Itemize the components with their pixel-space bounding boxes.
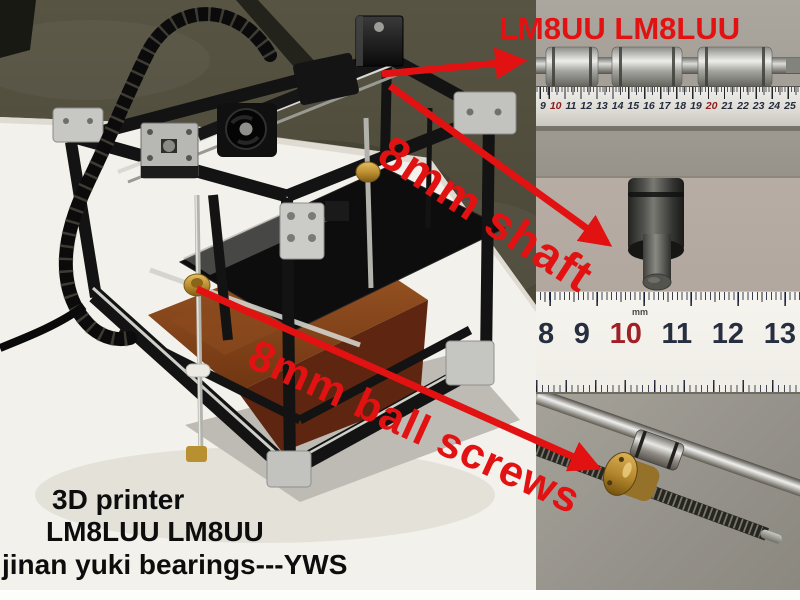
- foot-bracket-front: [266, 450, 312, 488]
- ruler-number: 22: [737, 100, 749, 112]
- ruler-number: 12: [711, 318, 745, 350]
- extruder: [293, 52, 359, 106]
- ruler-shadow: [536, 126, 800, 131]
- linear-bearing-on-shaft: [629, 429, 685, 471]
- steel-ruler: 9 10 11 12 13 14 15 16 17 18 19 20 21 22…: [536, 86, 800, 126]
- white-ruler: mm 8 9 10 11 12 13: [536, 291, 800, 392]
- stepper-motor-left: [140, 122, 199, 179]
- ruler-number: 9: [540, 100, 546, 112]
- shaft-end: [628, 178, 684, 291]
- ruler-ticks: [536, 292, 800, 306]
- ruler-number: 21: [721, 100, 734, 112]
- ruler-number: 25: [784, 100, 796, 112]
- bearing-model-title: LM8UU LM8LUU: [499, 11, 741, 46]
- caption-line-3: jinan yuki bearings---YWS: [2, 549, 348, 580]
- shaft-end: [642, 234, 672, 291]
- brass-fitting: [186, 446, 207, 462]
- brass-nut-right: [355, 161, 381, 183]
- lead-screw-right: [355, 117, 381, 289]
- ruler-number: 23: [752, 100, 765, 112]
- ruler-number: 9: [573, 318, 590, 350]
- power-cable: [0, 302, 87, 352]
- ruler-number: 11: [565, 100, 577, 112]
- ruler-numbers: 9 10 11 12 13 14 15 16 17 18 19 20 21 22…: [540, 100, 796, 112]
- shaft-collar: [185, 363, 211, 378]
- bottom-margin: [0, 590, 800, 600]
- ruler-number: 15: [627, 100, 640, 112]
- brass-nut: [603, 452, 660, 502]
- bearing-lm8luu-1: [611, 46, 683, 88]
- ruler-number: 8: [538, 318, 555, 350]
- ruler-ticks: [536, 87, 800, 99]
- ruler-number: 18: [674, 100, 687, 112]
- ruler-unit-label: mm: [632, 307, 649, 317]
- ruler-number: 17: [658, 100, 671, 112]
- ruler-number: 24: [768, 100, 781, 112]
- corner-bracket-right: [453, 91, 517, 135]
- cooling-fan: [217, 103, 277, 157]
- cable-chain: [58, 6, 277, 347]
- caption-line-1: 3D printer: [52, 484, 185, 515]
- ruler-number: 13: [596, 100, 608, 112]
- ruler-numbers: 8 9 10 11 12 13: [538, 318, 796, 351]
- ruler-number: 12: [580, 100, 593, 112]
- bearing-lm8uu: [545, 46, 599, 88]
- background-object: [0, 0, 36, 58]
- ruler-number: 10: [609, 318, 642, 350]
- ruler-number: 16: [643, 100, 655, 112]
- foot-bracket-right: [445, 340, 495, 386]
- ruler-number: 11: [661, 318, 693, 350]
- stepper-motor-back: [355, 15, 404, 67]
- z-bracket: [279, 201, 349, 260]
- bearings-on-shaft: [536, 46, 800, 88]
- ruler-number: 19: [690, 100, 702, 112]
- ruler-number: 20: [705, 100, 718, 112]
- machined-tip: [760, 529, 782, 544]
- caption-line-2: LM8LUU LM8UU: [46, 516, 264, 547]
- ruler-number: 14: [611, 100, 624, 112]
- ruler-number: 10: [549, 100, 562, 112]
- bearing-lm8luu-2: [697, 46, 773, 88]
- ruler-number: 13: [763, 318, 796, 350]
- corner-bracket-left: [52, 107, 104, 143]
- ruler-ticks: [536, 380, 800, 392]
